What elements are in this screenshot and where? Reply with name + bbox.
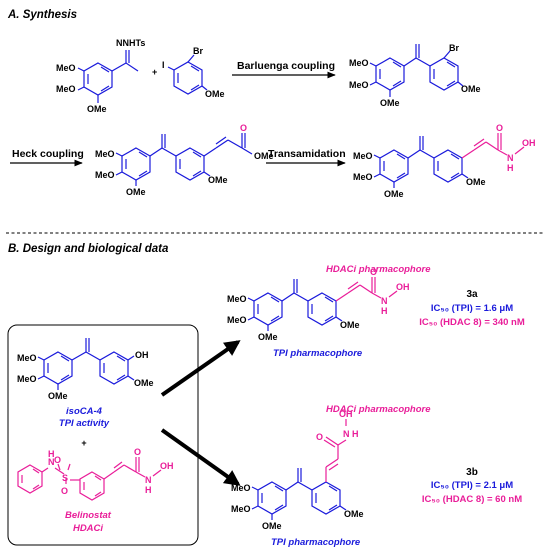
atom-oxygen: O — [316, 432, 323, 442]
compound-3a-ic50-hdac8: IC₅₀ (HDAC 8) = 340 nM — [419, 317, 525, 328]
atom-nitrogen: N — [507, 153, 514, 163]
atom-sulfur: S — [62, 473, 68, 483]
atom-ome: OMe — [126, 187, 146, 197]
atom-oxygen: O — [240, 123, 247, 133]
atom-meo: MeO — [231, 483, 251, 493]
atom-hydroxyl: OH — [396, 282, 410, 292]
atom-hydrogen: H — [145, 485, 152, 495]
label-transamidation: Transamidation — [268, 148, 346, 160]
belinostat-structure: N H S O O O N H OH — [17, 447, 174, 501]
isoca4-structure: MeO MeO OMe OH OMe — [17, 338, 154, 401]
atom-iodine: I — [162, 60, 165, 70]
atom-hydroxyl: OH — [339, 409, 353, 419]
atom-ome: OMe — [254, 151, 274, 161]
atom-ome: OMe — [466, 177, 486, 187]
label-barluenga-coupling: Barluenga coupling — [237, 60, 335, 72]
compound-3a-id: 3a — [466, 289, 478, 300]
label-tpi-activity: TPI activity — [59, 418, 110, 429]
heck-product-ester: O OMe MeO MeO OMe OMe — [95, 123, 274, 197]
atom-hydrogen: H — [381, 306, 388, 316]
aryl-iodide-reactant: I Br OMe — [162, 46, 225, 99]
compound-3b-ic50-tpi: IC₅₀ (TPI) = 2.1 μM — [431, 480, 513, 491]
atom-meo: MeO — [231, 504, 251, 514]
section-a-title: A. Synthesis — [7, 9, 77, 21]
atom-nnhts: NNHTs — [116, 38, 145, 48]
atom-ome: OMe — [262, 521, 282, 531]
atom-ome: OMe — [340, 320, 360, 330]
atom-nitrogen: N — [381, 296, 388, 306]
atom-meo: MeO — [353, 151, 373, 161]
atom-oxygen: O — [496, 123, 503, 133]
atom-meo: MeO — [95, 170, 115, 180]
atom-bromine: Br — [449, 43, 459, 53]
label-tpi-pharmacophore-3a: TPI pharmacophore — [273, 348, 363, 359]
atom-oxygen: O — [54, 455, 61, 465]
atom-hydrogen: H — [352, 429, 359, 439]
label-tpi-pharmacophore-3b: TPI pharmacophore — [271, 537, 361, 548]
atom-ome: OMe — [205, 89, 225, 99]
atom-meo: MeO — [17, 353, 37, 363]
hydroxamic-acid-product: O N H OH MeO MeO OMe OMe — [353, 123, 536, 199]
compound-3b-id: 3b — [466, 467, 478, 478]
label-hdaci-pharmacophore-3a: HDACi pharmacophore — [326, 264, 431, 275]
atom-hydroxyl: OH — [160, 461, 174, 471]
compound-3b-ic50-hdac8: IC₅₀ (HDAC 8) = 60 nM — [422, 494, 522, 505]
compound-3a-ic50-tpi: IC₅₀ (TPI) = 1.6 μM — [431, 303, 513, 314]
atom-ome: OMe — [258, 332, 278, 342]
atom-nitrogen: N — [48, 457, 55, 467]
label-isoca4: isoCA-4 — [66, 406, 103, 417]
atom-ome: OMe — [461, 84, 481, 94]
atom-hydrogen: H — [48, 449, 55, 459]
parent-compounds-box — [7, 324, 199, 546]
atom-meo: MeO — [17, 374, 37, 384]
label-belinostat: Belinostat — [65, 510, 112, 521]
atom-ome: OMe — [208, 175, 228, 185]
section-b-title: B. Design and biological data — [8, 243, 169, 255]
atom-ome: OMe — [384, 189, 404, 199]
atom-ome: OMe — [134, 378, 154, 388]
atom-ome: OMe — [87, 104, 107, 114]
atom-meo: MeO — [56, 84, 76, 94]
atom-oxygen: O — [61, 486, 68, 496]
atom-oxygen: O — [134, 447, 141, 457]
atom-hydrogen: H — [507, 163, 514, 173]
label-hdaci-pharmacophore-3b: HDACi pharmacophore — [326, 404, 431, 415]
atom-oxygen: O — [370, 267, 377, 277]
atom-meo: MeO — [349, 58, 369, 68]
atom-meo: MeO — [56, 63, 76, 73]
atom-meo: MeO — [349, 80, 369, 90]
atom-hydroxyl: OH — [135, 350, 149, 360]
compound-3a-structure: O N H OH MeO MeO OMe OMe — [227, 267, 410, 342]
compound-3b-structure: O N H OH MeO MeO OMe OMe — [231, 409, 364, 531]
atom-meo: MeO — [227, 315, 247, 325]
arrow-to-3a — [160, 340, 241, 397]
arrow-to-3b — [160, 428, 241, 486]
atom-bromine: Br — [193, 46, 203, 56]
atom-meo: MeO — [95, 149, 115, 159]
atom-ome: OMe — [380, 98, 400, 108]
hydrazone-reactant: NNHTs MeO MeO OMe — [56, 38, 145, 114]
label-heck-coupling: Heck coupling — [12, 148, 84, 160]
atom-nitrogen: N — [145, 475, 152, 485]
label-hdaci: HDACi — [73, 523, 103, 534]
plus-sign: + — [152, 67, 157, 77]
atom-meo: MeO — [353, 172, 373, 182]
atom-hydroxyl: OH — [522, 138, 536, 148]
atom-nitrogen: N — [343, 429, 350, 439]
plus-sign-box: + — [81, 438, 86, 448]
atom-ome: OMe — [344, 509, 364, 519]
barluenga-product: MeO MeO OMe Br OMe — [349, 43, 481, 108]
atom-ome: OMe — [48, 391, 68, 401]
atom-meo: MeO — [227, 294, 247, 304]
